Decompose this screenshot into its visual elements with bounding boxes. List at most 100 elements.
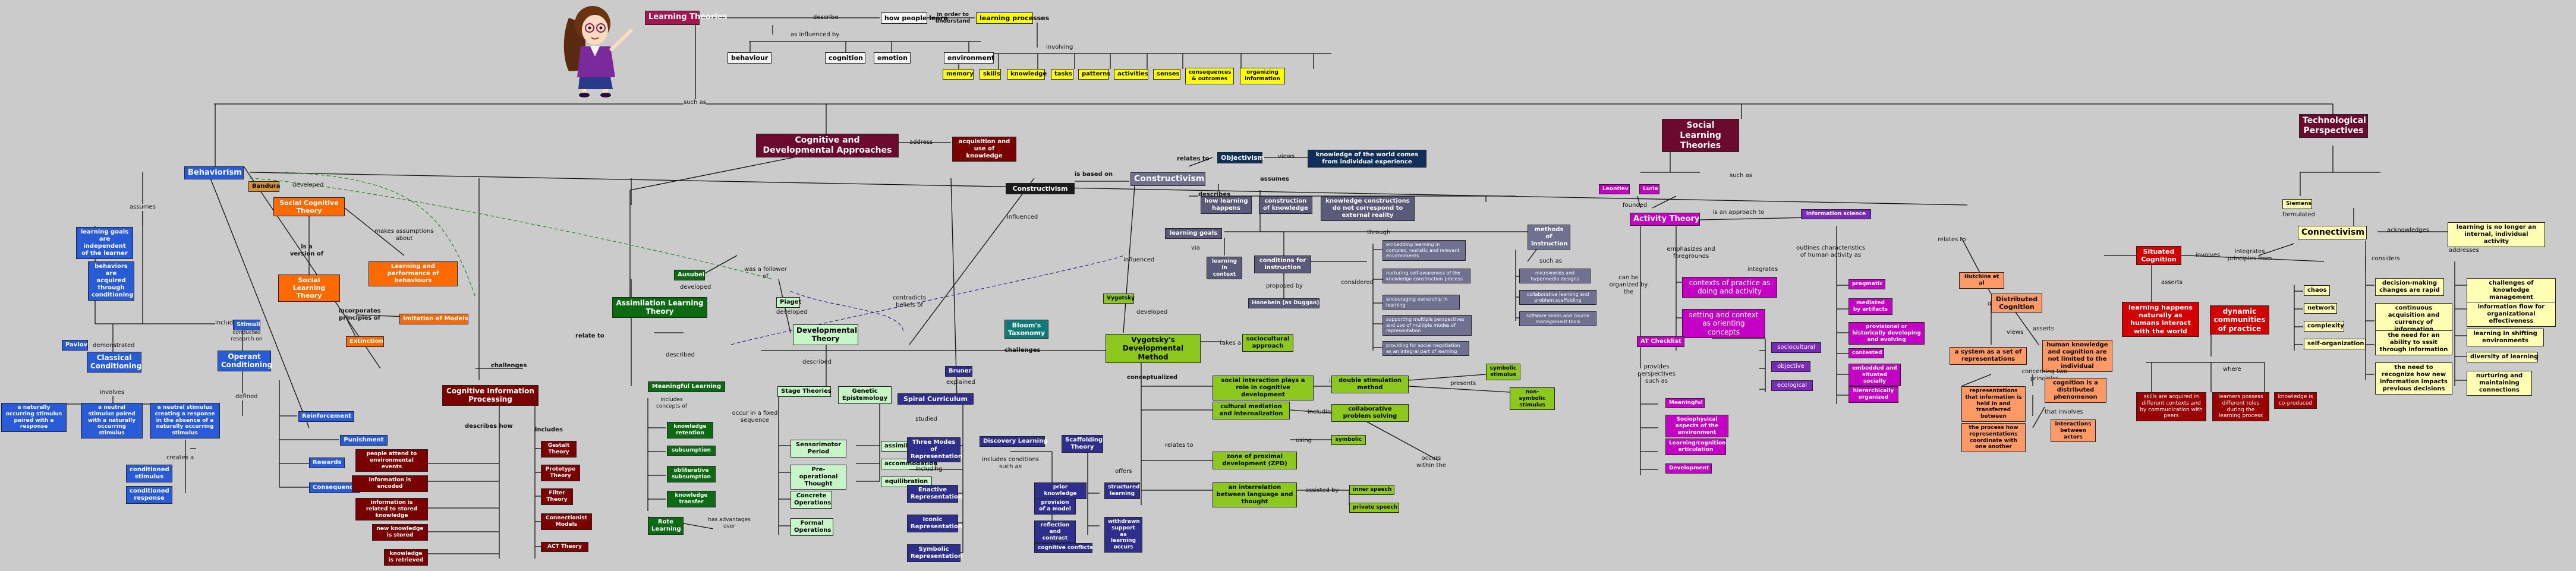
- node-meaningful-learning[interactable]: Meaningful Learning: [648, 381, 725, 392]
- node-piaget[interactable]: Piaget: [776, 297, 801, 308]
- model-prototype[interactable]: Prototype Theory: [541, 465, 580, 481]
- node-inner-speech[interactable]: inner speech: [1349, 485, 1394, 495]
- node-stage-theories[interactable]: Stage Theories: [777, 386, 832, 397]
- layer-sociocultural[interactable]: sociocultural: [1771, 342, 1821, 353]
- consider-continuous[interactable]: continuous acquisition and currency of i…: [2375, 303, 2452, 335]
- node-goals-independent[interactable]: learning goals are independent of the le…: [76, 227, 133, 259]
- cond-ownership[interactable]: encouraging ownership in learning: [1383, 295, 1460, 310]
- node-symbolic[interactable]: symbolic: [1331, 435, 1366, 445]
- node-double-stimulation[interactable]: double stimulation method: [1331, 376, 1409, 393]
- concept-knowledge-transfer[interactable]: knowledge transfer: [667, 491, 716, 507]
- node-contexts-practice[interactable]: contexts of practice as doing and activi…: [1682, 277, 1777, 298]
- cond-embedding[interactable]: embedding learning in complex, realistic…: [1383, 240, 1466, 261]
- cip-step-encoded[interactable]: information is encoded: [352, 475, 428, 492]
- node-dynamic-communities[interactable]: dynamic communities of practice: [2210, 305, 2269, 335]
- node-not-internal[interactable]: learning is no longer an internal, indiv…: [2448, 222, 2545, 247]
- process-skills[interactable]: skills: [980, 69, 1001, 80]
- node-private-speech[interactable]: private speech: [1349, 503, 1399, 513]
- node-ausubel[interactable]: Ausubel: [674, 270, 705, 280]
- node-behaviorism[interactable]: Behaviorism: [184, 166, 244, 179]
- address-diversity[interactable]: diversity of learning: [2467, 352, 2538, 362]
- cip-step-attend[interactable]: people attend to environmental events: [355, 449, 428, 472]
- stage-formal[interactable]: Formal Operations: [791, 518, 833, 536]
- node-situated-cognition[interactable]: Situated Cognition: [2136, 246, 2181, 266]
- persp-meaningful[interactable]: Meaningful: [1665, 398, 1705, 408]
- process-senses[interactable]: senses: [1153, 69, 1180, 80]
- influence-emotion[interactable]: emotion: [874, 52, 911, 64]
- model-act-theory[interactable]: ACT Theory: [541, 542, 588, 552]
- node-reinforcement[interactable]: Reinforcement: [298, 411, 354, 422]
- mode-symbolic[interactable]: Symbolic Representation: [907, 544, 962, 562]
- model-gestalt[interactable]: Gestalt Theory: [541, 441, 577, 458]
- concept-knowledge-retention[interactable]: knowledge retention: [667, 422, 713, 438]
- layer-ecological[interactable]: ecological: [1771, 380, 1813, 391]
- aspect-how-learning[interactable]: how learning happens: [1201, 196, 1252, 214]
- adapt-equilibration[interactable]: equilibration: [881, 477, 932, 487]
- scaff-withdrawn[interactable]: withdrawn support as learning occurs: [1104, 517, 1142, 553]
- node-extinction[interactable]: Extinction: [346, 336, 384, 347]
- mode-iconic[interactable]: Iconic Representation: [907, 515, 962, 532]
- node-siemens[interactable]: Siemens: [2282, 199, 2312, 209]
- node-conditioned-stimulus[interactable]: conditioned stimulus: [126, 465, 172, 482]
- node-system-representations[interactable]: a system as a set of representations: [1950, 347, 2027, 365]
- method-microworlds[interactable]: microworlds and hypermedia designs: [1519, 269, 1591, 284]
- v-cultural-mediation[interactable]: cultural mediation and internalization: [1213, 402, 1290, 419]
- node-learning-processes[interactable]: learning processes: [976, 12, 1049, 24]
- node-three-modes[interactable]: Three Modes of Representation: [907, 437, 962, 462]
- model-filter[interactable]: Filter Theory: [541, 488, 573, 505]
- disc-reflection-contrast[interactable]: reflection and contrast: [1034, 520, 1076, 544]
- process-tasks[interactable]: tasks: [1051, 69, 1073, 80]
- influence-cognition[interactable]: cognition: [825, 52, 865, 64]
- node-punishment[interactable]: Punishment: [340, 435, 388, 446]
- node-collaborative-problem[interactable]: collaborative problem solving: [1331, 404, 1409, 422]
- node-leontiev[interactable]: Leontiev: [1599, 184, 1630, 194]
- node-objectivism[interactable]: Objectivism: [1217, 152, 1264, 164]
- consider-recognize[interactable]: the need to recognize how new informatio…: [2375, 362, 2452, 395]
- process-activities[interactable]: activities: [1114, 69, 1148, 80]
- node-consequence[interactable]: Consequence: [309, 482, 360, 493]
- cond-multiple[interactable]: supporting multiple perspectives and use…: [1383, 315, 1472, 336]
- node-cognitive-developmental[interactable]: Cognitive and Developmental Approaches: [756, 134, 899, 157]
- v-language-thought[interactable]: an interrelation between language and th…: [1213, 482, 1297, 507]
- principle-complexity[interactable]: complexity: [2304, 321, 2344, 332]
- influence-environment[interactable]: environment: [944, 52, 994, 64]
- node-symbolic-stimulus[interactable]: symbolic stimulus: [1486, 364, 1520, 380]
- consider-sssit[interactable]: the need for an ability to sssit through…: [2375, 330, 2452, 355]
- node-genetic-epistemology[interactable]: Genetic Epistemology: [838, 386, 892, 404]
- node-pavlov[interactable]: Pavlov: [62, 340, 88, 351]
- cip-step-related[interactable]: information is related to stored knowled…: [355, 498, 428, 521]
- node-interactions-actors[interactable]: interactions between actors: [2051, 419, 2096, 443]
- disc-provision-model[interactable]: provision of a model: [1034, 498, 1076, 515]
- node-bruner[interactable]: Bruner: [945, 366, 972, 377]
- node-how-people-learn[interactable]: how people learn: [881, 12, 948, 24]
- node-conditioned-response[interactable]: conditioned response: [126, 486, 172, 504]
- node-activity-theory[interactable]: Activity Theory: [1630, 213, 1700, 226]
- cond-nurturing[interactable]: nurturing self-awareness of the knowledg…: [1383, 269, 1470, 284]
- process-knowledge[interactable]: knowledge: [1007, 69, 1047, 80]
- node-behaviors-conditioning[interactable]: behaviors are acquired through condition…: [88, 261, 134, 301]
- node-constructivism-small[interactable]: Constructivism: [1006, 183, 1075, 195]
- node-learning-in-context[interactable]: learning in context: [1207, 257, 1242, 280]
- node-neutral-response[interactable]: a neutral stimulus creating a response i…: [150, 403, 220, 438]
- node-non-symbolic-stimulus[interactable]: non-symbolic stimulus: [1510, 387, 1555, 411]
- node-vygotsky-method[interactable]: Vygotsky's Developmental Method: [1106, 334, 1201, 364]
- node-technological-perspectives[interactable]: Technological Perspectives: [2299, 114, 2368, 138]
- v-zpd[interactable]: zone of proximal development (ZPD): [1213, 452, 1297, 469]
- consider-decision[interactable]: decision-making changes are rapid: [2375, 278, 2444, 296]
- node-obj-view[interactable]: knowledge of the world comes from indivi…: [1308, 150, 1426, 168]
- node-human-knowledge[interactable]: human knowledge and cognition are not li…: [2042, 340, 2112, 372]
- concept-subsumption[interactable]: subsumption: [667, 446, 716, 456]
- model-connectionist[interactable]: Connectionist Models: [541, 513, 592, 530]
- node-social-learning-theories[interactable]: Social Learning Theories: [1662, 119, 1739, 153]
- node-learning-goals[interactable]: learning goals: [1165, 228, 1222, 239]
- dyn-skills-acquired[interactable]: skills are acquired in different context…: [2136, 392, 2206, 422]
- method-software[interactable]: software shells and course management to…: [1519, 311, 1596, 327]
- scaff-structured[interactable]: structured learning: [1104, 482, 1140, 499]
- node-acquisition-knowledge[interactable]: acquisition and use of knowledge: [952, 137, 1016, 162]
- node-discovery-learning[interactable]: Discovery Learning: [980, 436, 1047, 447]
- char-provisional[interactable]: provisional or historically developing a…: [1848, 322, 1925, 345]
- node-naturally-occurring[interactable]: a naturally occurring stimulus paired wi…: [1, 403, 67, 433]
- node-stimuli[interactable]: Stimuli: [233, 320, 260, 330]
- v-social-interaction[interactable]: social interaction plays a role in cogni…: [1213, 376, 1314, 400]
- node-social-learning-theory[interactable]: Social Learning Theory: [278, 275, 340, 302]
